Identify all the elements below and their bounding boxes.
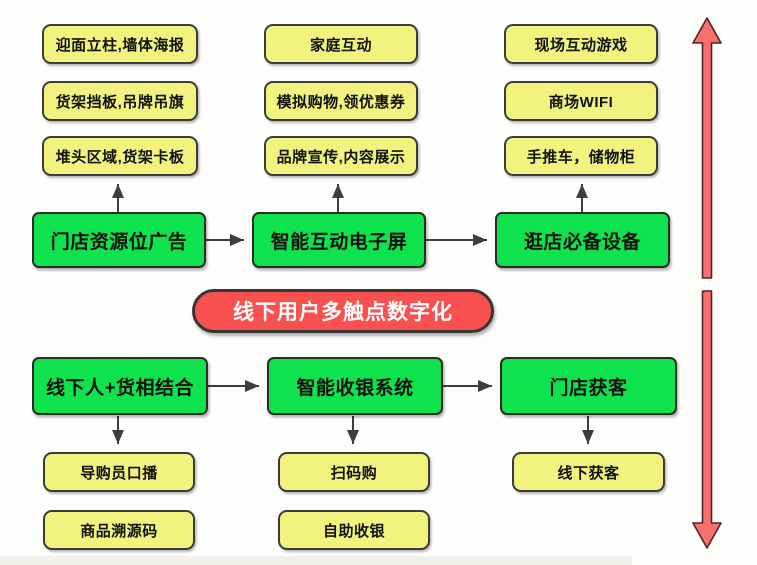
leaf-family-interaction: 家庭互动 (264, 24, 418, 64)
leaf-shopping-guide-broadcast: 导购员口播 (43, 452, 195, 492)
red-up-arrow (692, 17, 722, 279)
leaf-front-pillar-wall-poster: 迎面立柱,墙体海报 (42, 24, 198, 64)
leaf-onsite-interactive-game: 现场互动游戏 (504, 24, 658, 64)
leaf-mall-wifi: 商场WIFI (504, 81, 658, 121)
leaf-product-trace-code: 商品溯源码 (43, 510, 195, 550)
footer-band (0, 556, 632, 565)
leaf-self-checkout: 自助收银 (278, 510, 430, 550)
leaf-scan-to-buy: 扫码购 (278, 452, 430, 492)
leaf-offline-acquisition: 线下获客 (512, 452, 665, 492)
leaf-stack-area-shelf-card: 堆头区域,货架卡板 (42, 136, 198, 176)
hub-smart-cashier-system: 智能收银系统 (267, 357, 443, 415)
hub-store-customer-acquisition: 门店获客 (500, 357, 677, 415)
center-title-pill: 线下用户多触点数字化 (192, 289, 494, 333)
hub-smart-interactive-screen: 智能互动电子屏 (252, 212, 426, 268)
leaf-cart-locker: 手推车，储物柜 (504, 136, 658, 176)
leaf-brand-promo-content-display: 品牌宣传,内容展示 (264, 136, 418, 176)
hub-offline-people-goods: 线下人+货相结合 (32, 357, 208, 415)
red-down-arrow (692, 290, 722, 549)
hub-store-resource-ad: 门店资源位广告 (32, 212, 206, 268)
leaf-simulated-shopping-coupon: 模拟购物,领优惠券 (264, 81, 418, 121)
leaf-shelf-board-hangtag-flag: 货架挡板,吊牌吊旗 (42, 81, 198, 121)
hub-shopping-essential-equipment: 逛店必备设备 (495, 212, 670, 268)
